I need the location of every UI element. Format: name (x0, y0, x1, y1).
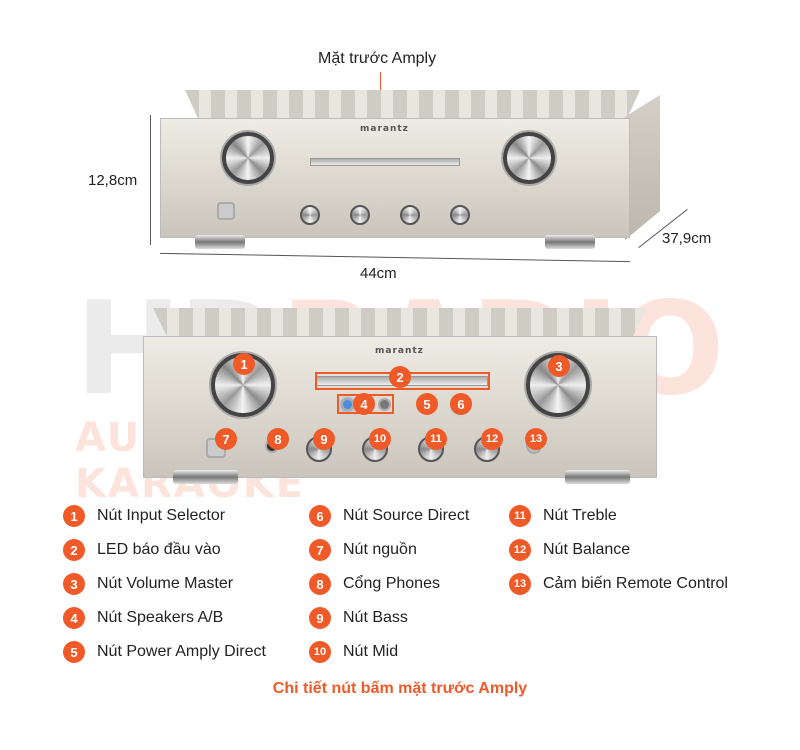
width-label: 44cm (360, 265, 397, 282)
brand-logo-top: marantz (360, 124, 409, 134)
top-title: Mặt trước Amply (318, 50, 437, 67)
callout-11: 11 (425, 428, 447, 450)
brand-logo: marantz (375, 346, 424, 356)
amplifier-front-annotated: marantz (143, 308, 657, 488)
callout-9: 9 (313, 428, 335, 450)
callout-5: 5 (416, 393, 438, 415)
callout-7: 7 (215, 428, 237, 450)
height-label: 12,8cm (88, 172, 138, 189)
amplifier-top-view: marantz (160, 90, 660, 250)
depth-label: 37,9cm (662, 230, 712, 247)
callout-4: 4 (353, 393, 375, 415)
callout-10: 10 (369, 428, 391, 450)
callout-8: 8 (267, 428, 289, 450)
height-dimension-line (150, 115, 151, 245)
width-dimension-line (160, 252, 630, 263)
callout-12: 12 (481, 428, 503, 450)
callout-6: 6 (450, 393, 472, 415)
callout-2: 2 (389, 366, 411, 388)
callout-1: 1 (233, 353, 255, 375)
callout-3: 3 (548, 355, 570, 377)
callout-13: 13 (525, 428, 547, 450)
caption: Chi tiết nút bấm mặt trước Amply (272, 680, 528, 697)
